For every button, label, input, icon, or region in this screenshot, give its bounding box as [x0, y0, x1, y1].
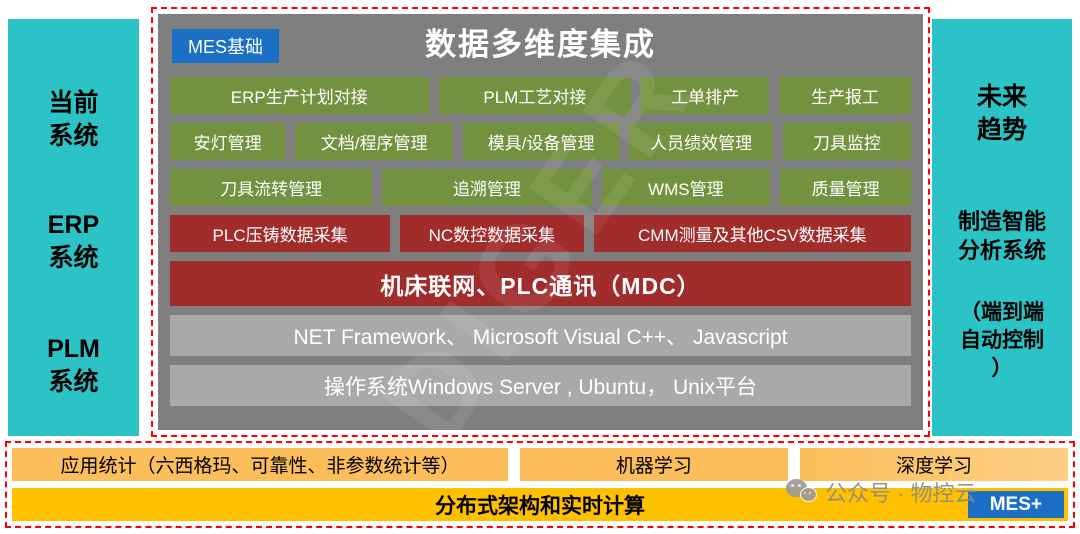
- module-tool-flow: 刀具流转管理: [170, 169, 373, 206]
- mes-plus-badge: MES+: [967, 491, 1064, 518]
- analytics-row: 应用统计（六西格玛、可靠性、非参数统计等） 机器学习 深度学习: [12, 448, 1068, 481]
- plm-system-label: PLM 系统: [47, 335, 100, 396]
- mes-core-frame: MES基础 数据多维度集成 ERP生产计划对接 PLM工艺对接 工单排产 生产报…: [151, 7, 930, 437]
- module-erp-plan: ERP生产计划对接: [170, 77, 429, 114]
- module-mold-equipment: 模具/设备管理: [462, 123, 620, 160]
- distributed-computing-bar: 分布式架构和实时计算 MES+: [12, 488, 1068, 521]
- machine-learning-box: 机器学习: [519, 448, 788, 481]
- module-wms: WMS管理: [601, 169, 771, 206]
- module-row-1: ERP生产计划对接 PLM工艺对接 工单排产 生产报工: [170, 77, 911, 114]
- module-plm-process: PLM工艺对接: [438, 77, 632, 114]
- module-work-order: 工单排产: [641, 77, 770, 114]
- module-nc-data: NC数控数据采集: [400, 215, 584, 252]
- module-plc-casting: PLC压铸数据采集: [170, 215, 391, 252]
- current-systems-panel: 当前 系统 ERP 系统 PLM 系统: [8, 19, 139, 436]
- distributed-computing-label: 分布式架构和实时计算: [435, 494, 645, 518]
- future-trends-panel: 未来 趋势 制造智能 分析系统 （端到端 自动控制 ）: [932, 19, 1072, 436]
- future-trend-label: 未来 趋势: [976, 83, 1027, 144]
- module-row-3: 刀具流转管理 追溯管理 WMS管理 质量管理: [170, 169, 912, 206]
- module-quality: 质量管理: [780, 169, 912, 206]
- end-to-end-label: （端到端 自动控制 ）: [960, 301, 1044, 380]
- current-system-label: 当前 系统: [48, 89, 99, 150]
- analytics-frame: 应用统计（六西格玛、可靠性、非参数统计等） 机器学习 深度学习 分布式架构和实时…: [5, 441, 1075, 528]
- module-production-report: 生产报工: [779, 77, 911, 114]
- mes-base-badge: MES基础: [172, 29, 280, 63]
- module-andon: 安灯管理: [170, 123, 286, 160]
- module-row-4: PLC压铸数据采集 NC数控数据采集 CMM测量及其他CSV数据采集: [170, 215, 911, 252]
- module-doc-program: 文档/程序管理: [295, 123, 453, 160]
- smart-analysis-label: 制造智能 分析系统: [957, 209, 1046, 264]
- framework-layer: NET Framework、 Microsoft Visual C++、 Jav…: [170, 315, 911, 356]
- diagram-title: 数据多维度集成: [425, 27, 656, 62]
- module-cmm-csv: CMM测量及其他CSV数据采集: [593, 215, 911, 252]
- module-row-2: 安灯管理 文档/程序管理 模具/设备管理 人员绩效管理 刀具监控: [170, 123, 911, 160]
- deep-learning-box: 深度学习: [799, 448, 1068, 481]
- mes-core-panel: MES基础 数据多维度集成 ERP生产计划对接 PLM工艺对接 工单排产 生产报…: [158, 14, 923, 430]
- applied-statistics-box: 应用统计（六西格玛、可靠性、非参数统计等）: [12, 448, 508, 481]
- module-staff-performance: 人员绩效管理: [629, 123, 773, 160]
- mes-header: MES基础 数据多维度集成: [170, 22, 911, 68]
- module-traceability: 追溯管理: [382, 169, 592, 206]
- erp-system-label: ERP 系统: [47, 211, 100, 272]
- module-tool-monitor: 刀具监控: [782, 123, 911, 160]
- mdc-layer: 机床联网、PLC通讯（MDC）: [170, 261, 911, 306]
- os-layer: 操作系统Windows Server , Ubuntu， Unix平台: [170, 365, 911, 406]
